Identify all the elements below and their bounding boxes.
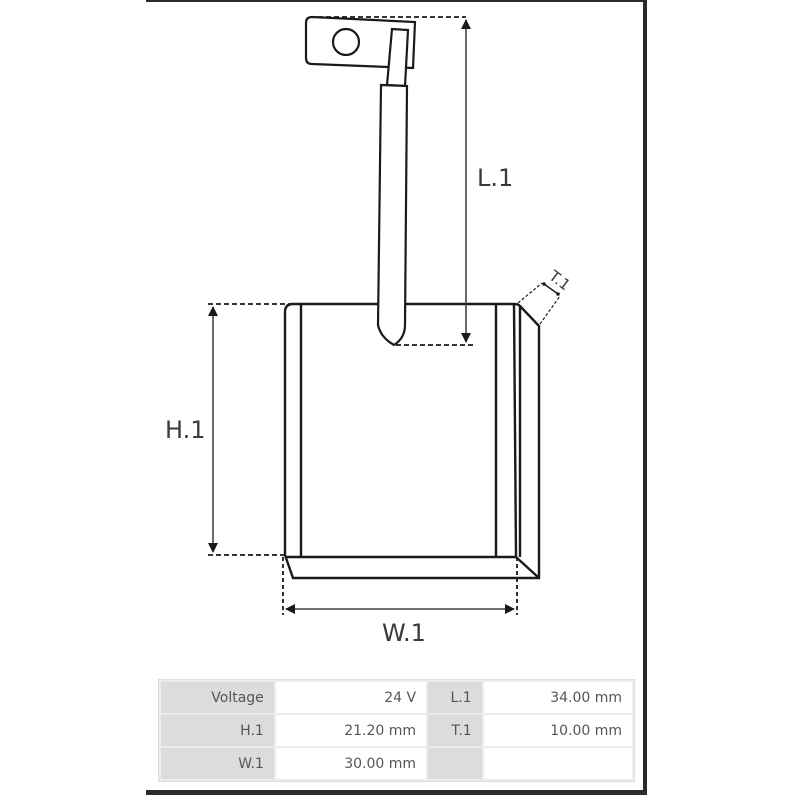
brush-body [283, 302, 541, 580]
spec-value: 34.00 mm [483, 682, 632, 713]
spec-label: T.1 [428, 715, 482, 746]
carbon-brush-drawing: L.1 H.1 W.1 T.1 [165, 15, 574, 647]
spec-label: H.1 [161, 715, 274, 746]
specs-table: Voltage 24 V L.1 34.00 mm H.1 21.20 mm T… [158, 679, 635, 782]
spec-value: 21.20 mm [275, 715, 427, 746]
spec-label [428, 748, 482, 779]
dimension-l1: L.1 [310, 16, 513, 346]
shunt-wire [376, 27, 410, 347]
spec-label: L.1 [428, 682, 482, 713]
table-row: Voltage 24 V L.1 34.00 mm [161, 682, 632, 713]
dimension-label-h1: H.1 [165, 416, 206, 444]
spec-label: W.1 [161, 748, 274, 779]
dimension-t1: T.1 [517, 266, 574, 325]
spec-label: Voltage [161, 682, 274, 713]
spec-value [483, 748, 632, 779]
dimension-label-l1: L.1 [477, 164, 513, 192]
terminal-lug [304, 15, 417, 70]
dimension-h1: H.1 [165, 303, 292, 556]
dimension-w1: W.1 [282, 557, 518, 647]
table-row: W.1 30.00 mm [161, 748, 632, 779]
spec-value: 30.00 mm [275, 748, 427, 779]
dimension-label-t1: T.1 [545, 266, 574, 294]
spec-value: 24 V [275, 682, 427, 713]
spec-value: 10.00 mm [483, 715, 632, 746]
dimension-label-w1: W.1 [382, 619, 426, 647]
table-row: H.1 21.20 mm T.1 10.00 mm [161, 715, 632, 746]
